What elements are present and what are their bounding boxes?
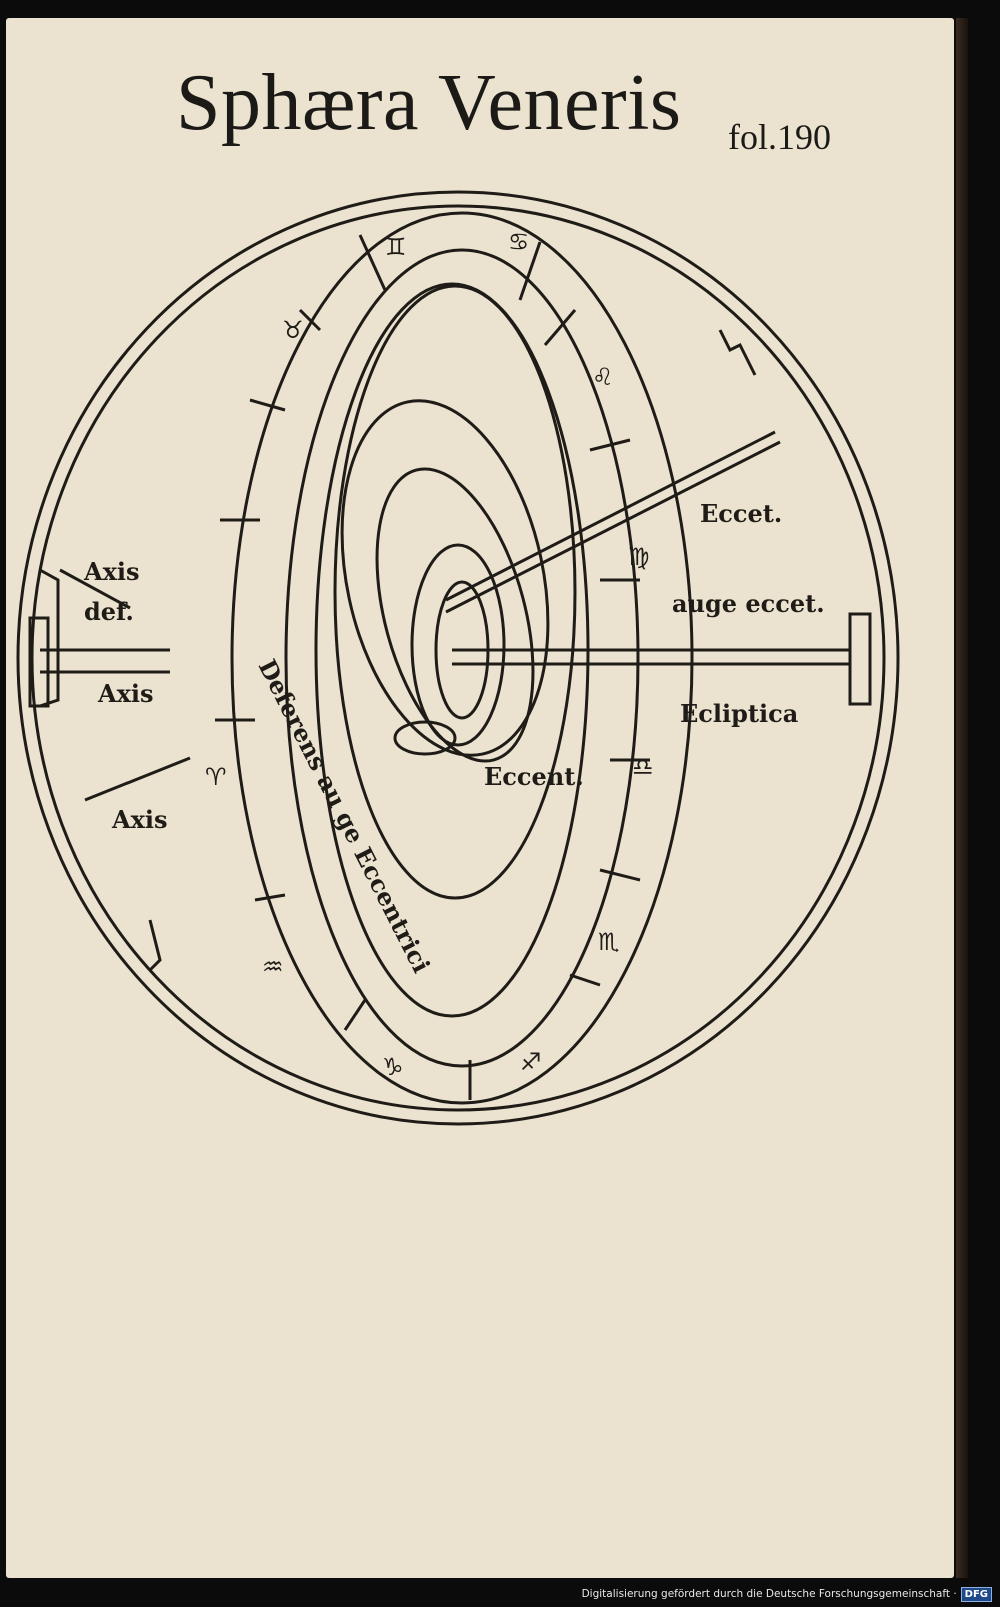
left-pin — [28, 616, 50, 708]
footer-text: Digitalisierung gefördert durch die Deut… — [581, 1588, 957, 1600]
sign-aquarius: ♒ — [262, 953, 284, 981]
label-axis-low: Axis — [111, 805, 168, 834]
axis-eccentric — [445, 430, 776, 602]
eccentric-ring-1 — [340, 399, 550, 757]
planet-body — [393, 720, 457, 756]
book-page — [6, 18, 954, 1578]
sign-sagittarius: ♐ — [520, 1048, 542, 1076]
eccentric-ring-2 — [375, 467, 535, 763]
label-eccet: Eccet. — [700, 499, 782, 528]
outer-sphere-ring-inner — [30, 204, 886, 1112]
sign-capricorn: ♑ — [382, 1053, 404, 1081]
folio-number: fol.190 — [728, 117, 831, 157]
sign-scorpio: ♏ — [598, 928, 620, 956]
label-eccent: Eccent. — [484, 762, 584, 791]
book-spine — [956, 18, 968, 1578]
axis-ecliptic — [452, 648, 850, 666]
sign-leo: ♌ — [592, 363, 614, 391]
outer-sphere-ring — [16, 190, 900, 1126]
label-axis-def: Axis — [83, 557, 140, 586]
epicycle-outer — [410, 543, 506, 747]
zodiac-band-outer — [230, 211, 694, 1105]
sign-cancer: ♋ — [508, 228, 530, 256]
right-pin — [848, 612, 872, 706]
axis-deferens — [40, 648, 170, 674]
sign-gemini: ♊ — [385, 233, 407, 261]
sign-libra: ♎ — [632, 753, 654, 781]
label-auge-eccet: auge eccet. — [672, 589, 825, 618]
zodiac-band-inner — [284, 248, 640, 1068]
axis-eccentric-2 — [445, 440, 781, 614]
zodiac-signs: ♊ ♋ ♌ ♍ ♎ ♏ ♐ ♑ ♒ ♈ ♉ — [205, 228, 654, 1081]
sign-aries: ♈ — [205, 763, 227, 791]
label-axis-mid: Axis — [97, 679, 154, 708]
dfg-logo: DFG — [960, 1586, 992, 1602]
footer-credit: Digitalisierung gefördert durch die Deut… — [582, 1586, 992, 1602]
sign-taurus: ♉ — [282, 316, 304, 344]
axis-upper — [59, 568, 131, 610]
sign-virgo: ♍ — [628, 543, 650, 571]
axis-lower — [84, 756, 191, 802]
zodiac-dividers — [215, 234, 650, 1100]
label-ecliptica: Ecliptica — [680, 699, 798, 728]
page-title: Sphæra Veneris — [176, 59, 682, 147]
sphere-cut-edge — [148, 329, 757, 972]
deferens-orb-inner — [333, 284, 577, 900]
label-axis-def-2: def. — [84, 597, 134, 626]
